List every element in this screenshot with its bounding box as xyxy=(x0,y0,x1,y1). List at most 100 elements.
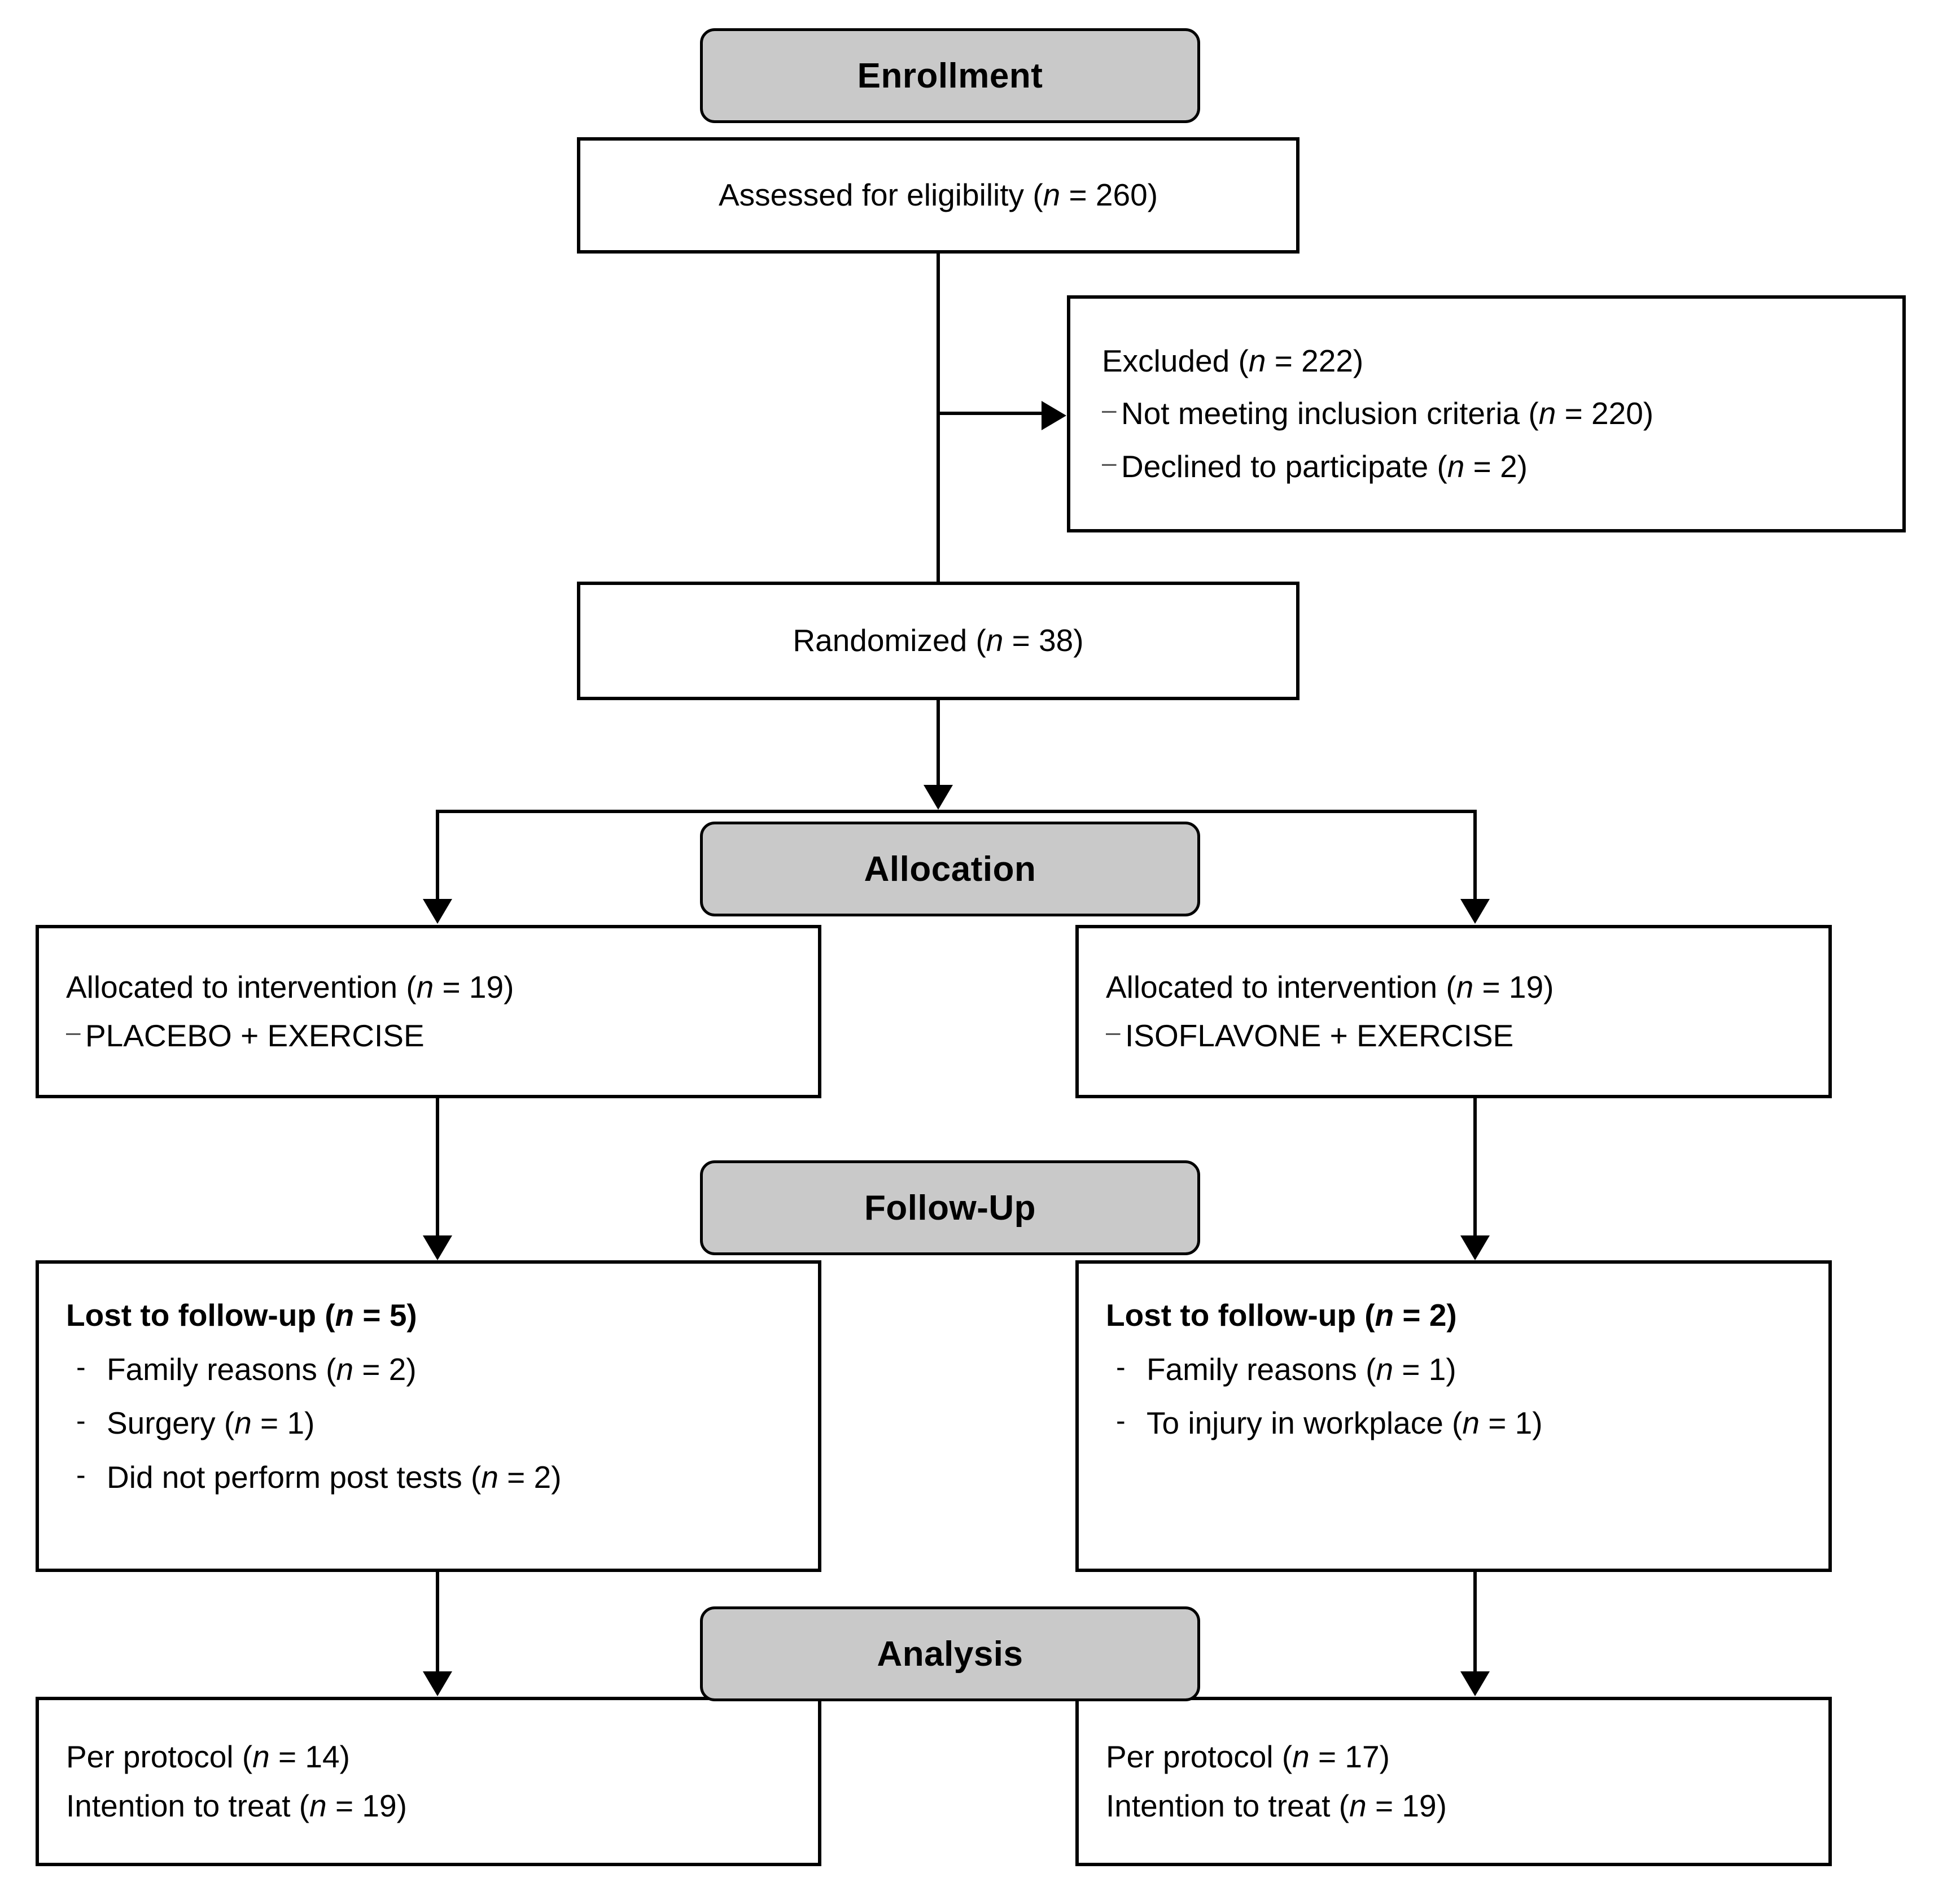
followup-left-reason-dash: - xyxy=(76,1458,86,1491)
analysis-left-per-protocol: Per protocol (n = 14) xyxy=(66,1737,818,1778)
excluded-reason-n-symbol: n xyxy=(1447,448,1465,484)
analysis-right-per-protocol-value: 17 xyxy=(1345,1739,1380,1774)
excluded-reason-row: – Declined to participate (n = 2) xyxy=(1102,447,1902,487)
excluded-title-eq: = xyxy=(1266,343,1302,378)
stage-header-allocation-label: Allocation xyxy=(864,849,1036,889)
allocation-right-arm-row: – ISOFLAVONE + EXERCISE xyxy=(1106,1016,1828,1056)
allocation-left-arm-label: PLACEBO + EXERCISE xyxy=(85,1017,425,1053)
analysis-right-itt-label: Intention to treat ( xyxy=(1106,1788,1350,1823)
allocation-left-arm-dash: – xyxy=(66,1016,81,1046)
followup-left-reason-eq: = xyxy=(251,1405,287,1440)
randomized-text: Randomized (n = 38) xyxy=(793,621,1083,661)
followup-left-title-value: 5 xyxy=(389,1298,407,1333)
analysis-left-itt-value: 19 xyxy=(362,1788,397,1823)
followup-right-reason-dash: - xyxy=(1116,1351,1126,1383)
analysis-right-per-protocol-close: ) xyxy=(1379,1739,1390,1774)
followup-left-reason-label: Did not perform post tests ( xyxy=(107,1459,482,1495)
followup-right-reason-dash: - xyxy=(1116,1405,1126,1436)
followup-left-reason-n-symbol: n xyxy=(234,1405,252,1440)
allocation-right-box: Allocated to intervention (n = 19) – ISO… xyxy=(1075,925,1832,1098)
excluded-reason-n-symbol: n xyxy=(1538,396,1556,431)
analysis-right-itt-n-symbol: n xyxy=(1349,1788,1367,1823)
analysis-left-per-protocol-label: Per protocol ( xyxy=(66,1739,253,1774)
analysis-left-itt-label: Intention to treat ( xyxy=(66,1788,310,1823)
excluded-title-label: Excluded ( xyxy=(1102,343,1249,378)
followup-left-reason-label: Family reasons ( xyxy=(107,1351,336,1387)
followup-right-reason-text: Family reasons (n = 1) xyxy=(1147,1350,1456,1390)
followup-left-reason-value: 2 xyxy=(533,1459,552,1495)
followup-right-reason-n-symbol: n xyxy=(1376,1351,1394,1387)
randomized-value: 38 xyxy=(1039,623,1074,658)
excluded-reason-row: – Not meeting inclusion criteria (n = 22… xyxy=(1102,394,1902,434)
followup-left-reason-row: - Surgery (n = 1) xyxy=(66,1403,818,1444)
connector-to-excluded-arrowhead xyxy=(1042,401,1066,430)
stage-header-analysis-label: Analysis xyxy=(877,1634,1023,1674)
allocation-left-title-value: 19 xyxy=(469,970,504,1005)
followup-left-reason-row: - Did not perform post tests (n = 2) xyxy=(66,1457,818,1498)
connector-to-excluded-line xyxy=(940,412,1043,415)
allocation-left-box: Allocated to intervention (n = 19) – PLA… xyxy=(36,925,821,1098)
assessed-eq: = xyxy=(1060,177,1096,213)
followup-left-title: Lost to follow-up (n = 5) xyxy=(66,1295,818,1336)
analysis-left-per-protocol-value: 14 xyxy=(305,1739,340,1774)
excluded-title-value: 222 xyxy=(1301,343,1353,378)
connector-randomized-down xyxy=(937,700,940,786)
followup-left-reason-n-symbol: n xyxy=(481,1459,498,1495)
allocation-right-arm-label: ISOFLAVONE + EXERCISE xyxy=(1125,1017,1514,1053)
followup-left-title-eq: = xyxy=(354,1298,390,1333)
excluded-reason-close: ) xyxy=(1517,448,1528,484)
randomized-eq: = xyxy=(1003,623,1039,658)
followup-right-reason-close: ) xyxy=(1446,1351,1456,1387)
allocation-left-title: Allocated to intervention (n = 19) xyxy=(66,967,818,1008)
stage-header-enrollment: Enrollment xyxy=(700,28,1200,123)
stage-header-followup: Follow-Up xyxy=(700,1160,1200,1255)
followup-left-box: Lost to follow-up (n = 5) - Family reaso… xyxy=(36,1260,821,1572)
analysis-right-per-protocol-n-symbol: n xyxy=(1292,1739,1310,1774)
followup-right-reason-n-symbol: n xyxy=(1462,1405,1480,1440)
followup-right-title-label: Lost to follow-up ( xyxy=(1106,1298,1375,1333)
followup-right-reason-value: 1 xyxy=(1428,1351,1446,1387)
followup-left-reason-close: ) xyxy=(304,1405,315,1440)
analysis-right-itt-close: ) xyxy=(1436,1788,1447,1823)
randomized-close: ) xyxy=(1073,623,1084,658)
followup-right-reason-eq: = xyxy=(1479,1405,1515,1440)
connector-analysis-left-arrowhead xyxy=(423,1671,452,1696)
followup-right-title-value: 2 xyxy=(1429,1298,1447,1333)
excluded-reason-dash: – xyxy=(1102,447,1117,477)
analysis-right-per-protocol-label: Per protocol ( xyxy=(1106,1739,1293,1774)
allocation-left-title-label: Allocated to intervention ( xyxy=(66,970,417,1005)
analysis-right-itt-value: 19 xyxy=(1402,1788,1437,1823)
followup-right-title: Lost to follow-up (n = 2) xyxy=(1106,1295,1828,1336)
allocation-right-title-n-symbol: n xyxy=(1456,970,1474,1005)
allocation-right-title-close: ) xyxy=(1543,970,1554,1005)
excluded-reason-dash: – xyxy=(1102,395,1117,425)
connector-followup-left-to-analysis xyxy=(436,1572,439,1693)
excluded-reason-eq: = xyxy=(1464,448,1500,484)
allocation-right-title: Allocated to intervention (n = 19) xyxy=(1106,967,1828,1008)
randomized-n-symbol: n xyxy=(986,623,1004,658)
followup-left-reason-n-symbol: n xyxy=(336,1351,354,1387)
connector-eligibility-to-randomized xyxy=(937,254,940,582)
allocation-left-title-close: ) xyxy=(504,970,514,1005)
followup-left-title-close: ) xyxy=(406,1298,417,1333)
connector-followup-right-to-analysis xyxy=(1473,1572,1477,1693)
connector-allocation-right-arrowhead xyxy=(1460,899,1490,924)
excluded-reason-text: Declined to participate (n = 2) xyxy=(1121,447,1528,487)
stage-header-allocation: Allocation xyxy=(700,822,1200,916)
allocation-right-title-eq: = xyxy=(1473,970,1509,1005)
followup-right-title-close: ) xyxy=(1446,1298,1457,1333)
connector-split-to-allocation-right xyxy=(1473,810,1477,900)
analysis-right-per-protocol-eq: = xyxy=(1309,1739,1345,1774)
analysis-left-per-protocol-n-symbol: n xyxy=(252,1739,270,1774)
connector-allocation-right-to-followup xyxy=(1473,1098,1477,1237)
followup-left-reason-value: 2 xyxy=(388,1351,406,1387)
stage-header-followup-label: Follow-Up xyxy=(864,1188,1036,1228)
assessed-n-symbol: n xyxy=(1043,177,1061,213)
stage-header-analysis: Analysis xyxy=(700,1606,1200,1701)
excluded-reason-close: ) xyxy=(1643,396,1654,431)
allocation-split-bar xyxy=(436,810,1477,813)
followup-left-title-label: Lost to follow-up ( xyxy=(66,1298,335,1333)
followup-left-reason-dash: - xyxy=(76,1405,86,1436)
followup-left-reason-value: 1 xyxy=(287,1405,305,1440)
excluded-reason-label: Not meeting inclusion criteria ( xyxy=(1121,396,1539,431)
